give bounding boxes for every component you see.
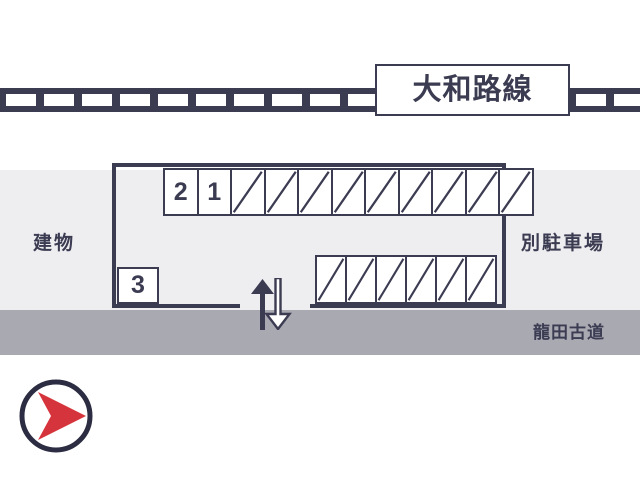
hatch-icon — [467, 170, 499, 214]
parking-stall-1: 1 — [196, 168, 232, 216]
hatch-icon — [299, 170, 331, 214]
hatch-icon — [500, 170, 532, 214]
label-road: 龍田古道 — [533, 323, 605, 342]
railway-dash — [310, 94, 340, 106]
parking-stall-hatched — [405, 255, 437, 304]
road-band — [0, 310, 640, 355]
hatch-icon — [377, 257, 405, 302]
railway-dash — [196, 94, 226, 106]
parking-stall-hatched — [345, 255, 377, 304]
hatch-icon — [347, 257, 375, 302]
hatch-icon — [366, 170, 398, 214]
railway-dash — [158, 94, 188, 106]
hatch-icon — [232, 170, 264, 214]
parking-stall-3: 3 — [117, 267, 159, 304]
lot-wall-right — [502, 163, 506, 308]
parking-stall-hatched — [330, 168, 366, 216]
parking-row-bottom — [315, 255, 497, 304]
entrance-exit-arrows — [246, 278, 294, 330]
lot-wall-top — [112, 163, 506, 167]
parking-stall-hatched — [464, 168, 500, 216]
railway-dash — [234, 94, 264, 106]
hatch-icon — [266, 170, 298, 214]
parking-stall-hatched — [263, 168, 299, 216]
arrow-up-icon — [251, 279, 274, 330]
railway-dash — [44, 94, 74, 106]
railway-dash — [576, 94, 606, 106]
parking-stall-number: 2 — [173, 177, 188, 206]
hatch-icon — [433, 170, 465, 214]
hatch-icon — [437, 257, 465, 302]
lot-wall-bottom-left — [112, 304, 240, 308]
parking-stall-hatched — [315, 255, 347, 304]
parking-stall-hatched — [297, 168, 333, 216]
parking-stall-number: 3 — [131, 271, 145, 299]
lot-wall-left — [112, 163, 116, 308]
railway-dash — [6, 94, 36, 106]
compass-rose — [18, 378, 94, 454]
railway-label-box: 大和路線 — [375, 64, 570, 116]
parking-stall-hatched — [364, 168, 400, 216]
railway-dash — [272, 94, 302, 106]
parking-stall-2: 2 — [163, 168, 199, 216]
parking-stall-3: 3 — [117, 267, 159, 304]
hatch-icon — [407, 257, 435, 302]
parking-stall-hatched — [230, 168, 266, 216]
lot-wall-bottom-right — [310, 304, 506, 308]
railway-label-text: 大和路線 — [412, 73, 533, 106]
parking-stall-hatched — [498, 168, 534, 216]
railway-dash — [614, 94, 640, 106]
parking-stall-hatched — [431, 168, 467, 216]
hatch-icon — [467, 257, 495, 302]
parking-stall-hatched — [435, 255, 467, 304]
hatch-icon — [317, 257, 345, 302]
label-building: 建物 — [33, 233, 76, 254]
compass-needle-icon — [38, 392, 86, 440]
hatch-icon — [400, 170, 432, 214]
arrow-down-icon — [264, 278, 292, 330]
railway-dash — [348, 94, 378, 106]
hatch-icon — [333, 170, 365, 214]
label-other-parking: 別駐車場 — [521, 233, 606, 254]
parking-stall-hatched — [375, 255, 407, 304]
railway-dash — [82, 94, 112, 106]
parking-stall-hatched — [397, 168, 433, 216]
parking-stall-number: 1 — [207, 177, 222, 206]
railway-dash — [120, 94, 150, 106]
parking-stall-hatched — [465, 255, 497, 304]
